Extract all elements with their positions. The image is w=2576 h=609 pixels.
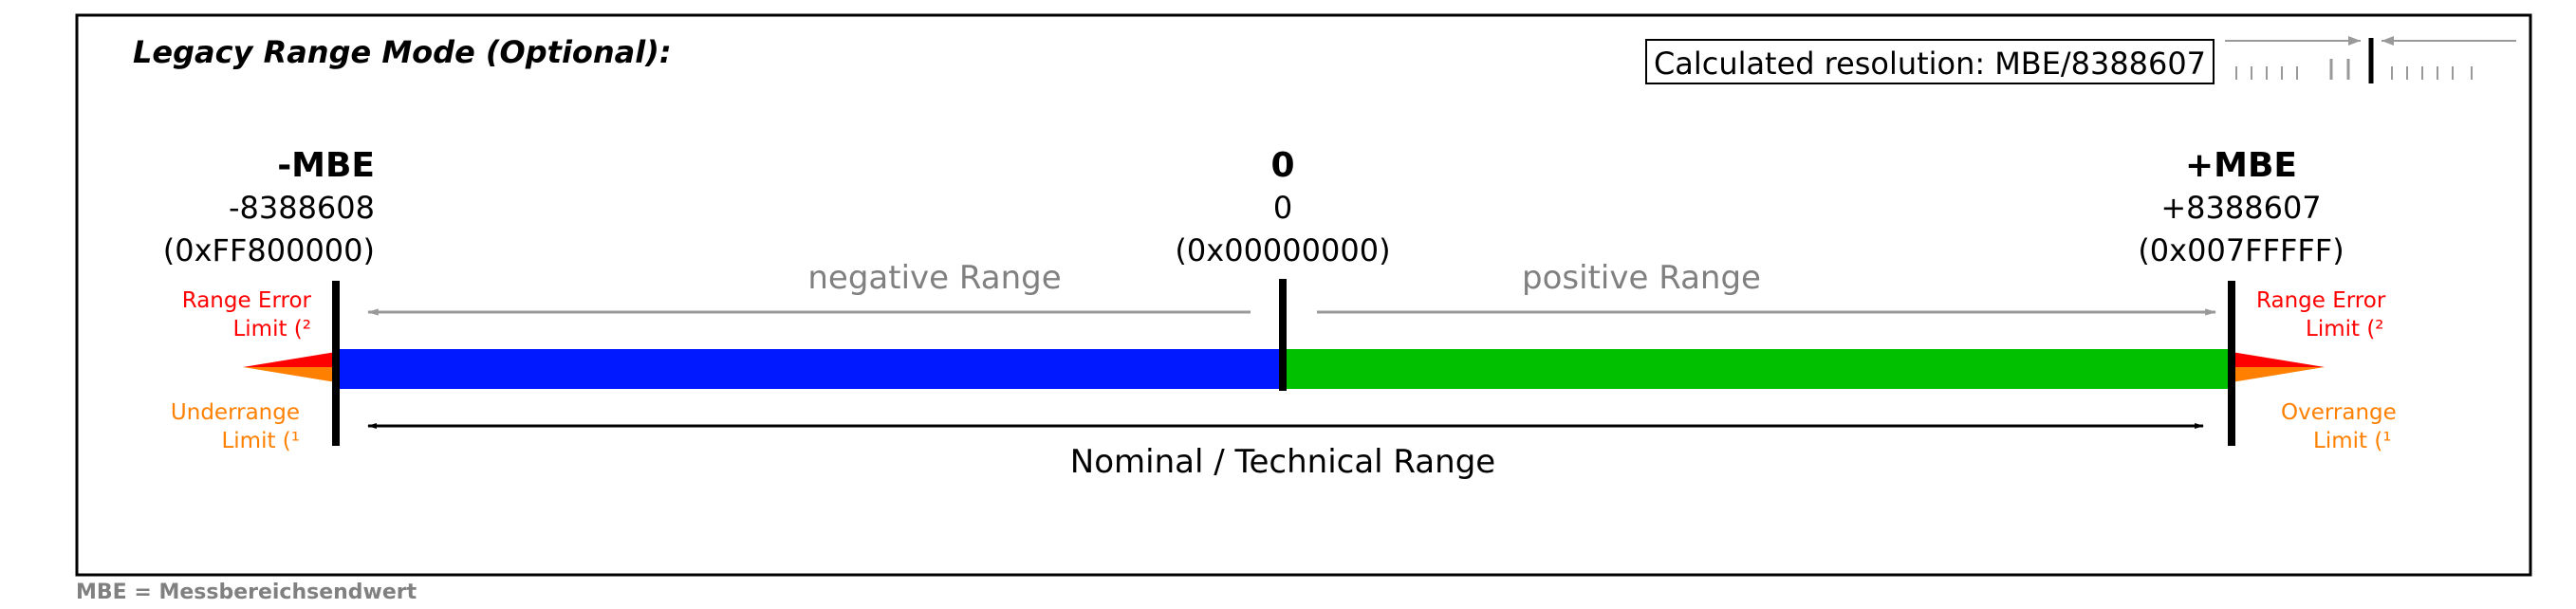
positive-range-label: positive Range — [1522, 259, 1761, 297]
center-zero-label: 0 — [1270, 146, 1294, 185]
right-range-error-label: Range Error — [2256, 288, 2386, 313]
right-range-error-limit: Limit (² — [2306, 317, 2384, 341]
right-overrange-limit-triangle — [2232, 367, 2325, 382]
diagram-title: Legacy Range Mode (Optional): — [133, 34, 672, 70]
left-underrange-label: Underrange — [171, 400, 300, 425]
left-range-error-label: Range Error — [182, 288, 312, 313]
right-decimal-value: +8388607 — [2160, 190, 2321, 226]
center-decimal-value: 0 — [1273, 190, 1292, 226]
resolution-scale-icon — [2225, 36, 2516, 80]
right-mbe-label: +MBE — [2185, 146, 2297, 185]
negative-range-bar — [336, 349, 1283, 389]
diagram-frame — [75, 13, 2532, 577]
left-range-error-limit: Limit (² — [232, 317, 311, 341]
left-hex-value: (0xFF800000) — [163, 232, 375, 268]
left-decimal-value: -8388608 — [229, 190, 375, 226]
negative-range-label: negative Range — [807, 259, 1061, 297]
left-underrange-limit-triangle — [243, 367, 336, 382]
left-underrange-limit: Limit (¹ — [221, 429, 300, 453]
left-error-limit-triangle — [243, 352, 336, 367]
left-mbe-label: -MBE — [277, 146, 375, 185]
positive-range-bar — [1283, 349, 2232, 389]
right-hex-value: (0x007FFFFF) — [2138, 232, 2344, 268]
right-overrange-limit: Limit (¹ — [2313, 429, 2392, 453]
right-error-limit-triangle — [2232, 352, 2325, 367]
right-overrange-label: Overrange — [2281, 400, 2397, 425]
center-hex-value: (0x00000000) — [1175, 232, 1390, 268]
footnote: MBE = Messbereichsendwert — [76, 581, 417, 604]
resolution-label: Calculated resolution: MBE/8388607 — [1654, 46, 2206, 82]
resolution-box — [1645, 39, 2215, 84]
nominal-range-label: Nominal / Technical Range — [1070, 443, 1495, 481]
